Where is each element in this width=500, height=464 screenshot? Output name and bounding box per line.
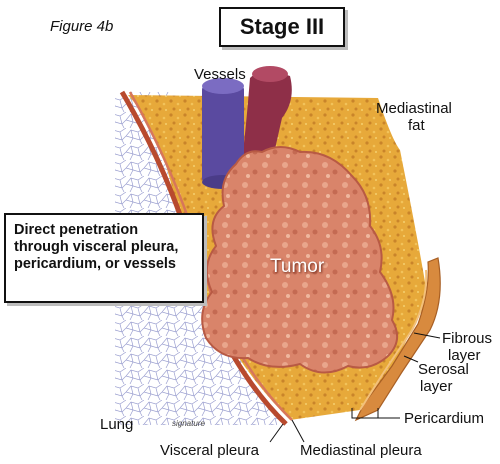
label-pericardium: Pericardium <box>404 410 484 427</box>
mediastinal-pointer <box>292 420 304 442</box>
label-serosal-line1: Serosal <box>418 361 469 378</box>
artist-signature: signature <box>172 419 205 428</box>
label-serosal-line2: layer <box>420 378 453 395</box>
visceral-pointer <box>270 424 283 442</box>
vessel-red-end <box>252 66 288 82</box>
label-visceral-pleura: Visceral pleura <box>160 442 259 459</box>
callout-box: Direct penetration through visceral pleu… <box>4 213 204 303</box>
label-lung: Lung <box>100 416 133 433</box>
figure-label: Figure 4b <box>50 18 113 35</box>
callout-text: Direct penetration through visceral pleu… <box>14 222 178 272</box>
label-fibrous-line1: Fibrous <box>442 330 492 347</box>
label-mediastinal-fat-line1: Mediastinal <box>376 100 452 117</box>
label-tumor: Tumor <box>270 256 324 278</box>
label-mediastinal-pleura: Mediastinal pleura <box>300 442 422 459</box>
label-vessels: Vessels <box>194 66 246 83</box>
label-mediastinal-fat-line2: fat <box>408 117 425 134</box>
stage-title: Stage III <box>219 7 345 47</box>
